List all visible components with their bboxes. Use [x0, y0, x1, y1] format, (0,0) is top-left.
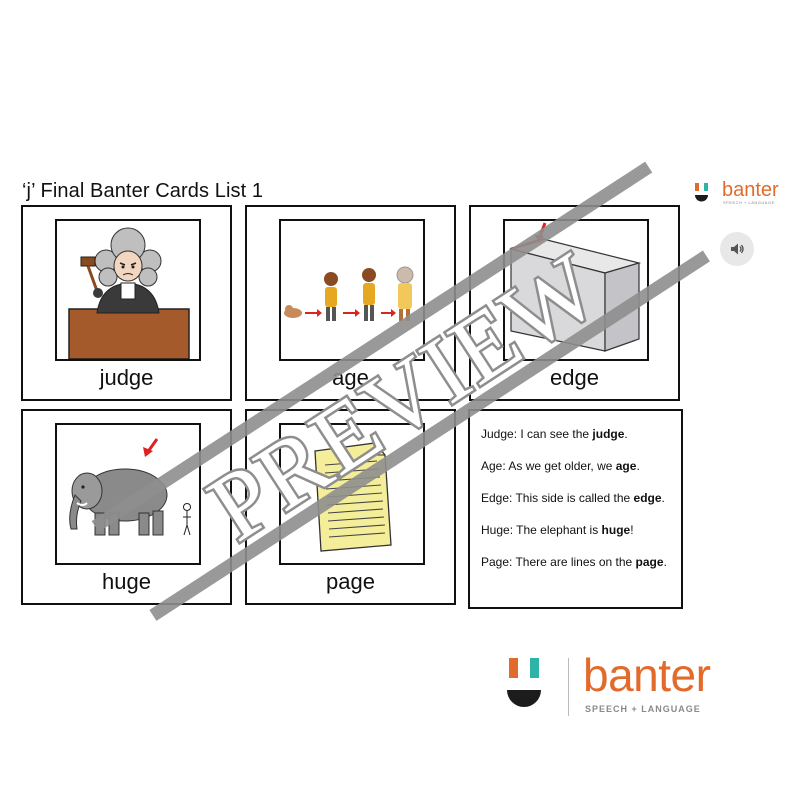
banter-wordmark: banter: [583, 649, 711, 701]
sentence-card: Judge: I can see the judge. Age: As we g…: [468, 409, 683, 609]
banter-mark-icon: [695, 183, 708, 202]
card-word: judge: [99, 365, 154, 390]
judge-icon: [68, 227, 190, 359]
paper-page-icon: [314, 442, 392, 552]
card-page[interactable]: page: [245, 409, 456, 605]
card-word: age: [332, 365, 369, 390]
banter-logo-small: banter SPEECH + LANGUAGE: [692, 179, 787, 211]
banter-tagline: SPEECH + LANGUAGE: [585, 704, 701, 714]
aging-sequence-icon: [284, 266, 414, 321]
sentence-age: Age: As we get older, we age.: [481, 459, 640, 473]
sentence-page: Page: There are lines on the page.: [481, 555, 667, 569]
banter-mark-icon: [507, 658, 541, 707]
page-picture: [279, 423, 425, 565]
card-word: page: [326, 569, 375, 594]
banter-logo-large: banter SPEECH + LANGUAGE: [505, 649, 735, 722]
elephant-icon: [69, 438, 191, 536]
huge-picture: [55, 423, 201, 565]
card-judge[interactable]: judge: [21, 205, 232, 401]
sentence-judge: Judge: I can see the judge.: [481, 427, 628, 441]
banter-wordmark: banter: [722, 179, 779, 201]
card-huge[interactable]: huge: [21, 409, 232, 605]
logo-divider: [568, 658, 569, 716]
age-picture: [279, 219, 425, 361]
sentence-edge: Edge: This side is called the edge.: [481, 491, 665, 505]
judge-picture: [55, 219, 201, 361]
card-edge[interactable]: edge: [469, 205, 680, 401]
card-word: huge: [102, 569, 151, 594]
cube-edge-icon: [508, 222, 642, 352]
card-word: edge: [550, 365, 599, 390]
edge-picture: [503, 219, 649, 361]
sound-button[interactable]: [720, 232, 754, 266]
card-age[interactable]: age: [245, 205, 456, 401]
speaker-icon: [731, 243, 744, 255]
page-title: ‘j’ Final Banter Cards List 1: [22, 180, 264, 202]
banter-tagline: SPEECH + LANGUAGE: [723, 200, 775, 205]
sentence-huge: Huge: The elephant is huge!: [481, 523, 634, 537]
